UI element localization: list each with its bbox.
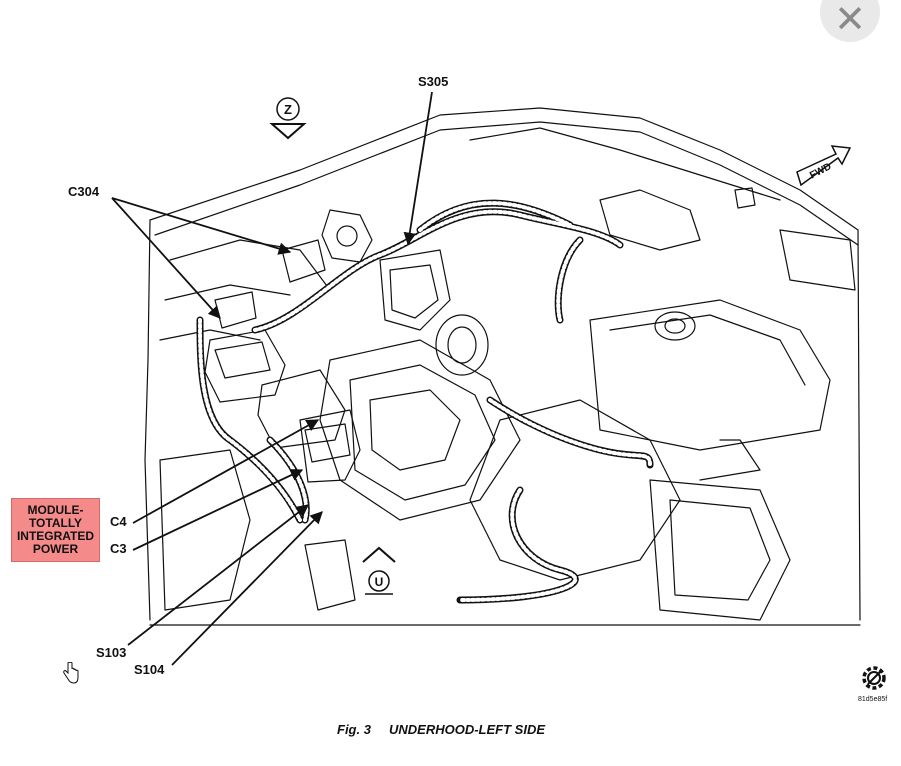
leader-c304-b (111, 197, 221, 319)
fwd-arrow: FWD (796, 145, 852, 187)
hand-cursor-icon (63, 661, 79, 689)
z-view-marker: Z (269, 97, 307, 140)
leader-s305 (403, 91, 433, 246)
leader-c3 (132, 469, 304, 551)
callout-s305: S305 (418, 74, 449, 89)
module-line-3: INTEGRATED (16, 529, 95, 543)
module-line-1: MODULE- (27, 503, 84, 517)
callout-c4: C4 (110, 514, 127, 529)
figure-title: UNDERHOOD-LEFT SIDE (389, 722, 545, 737)
module-line-2: TOTALLY (28, 516, 83, 530)
image-code: 81d5e85f (858, 696, 888, 703)
close-icon: ✕ (834, 0, 866, 41)
fwd-label: FWD (808, 161, 833, 181)
module-line-4: POWER (32, 542, 79, 556)
leader-c4 (132, 419, 320, 524)
leader-c304-a (111, 197, 292, 255)
callout-s104: S104 (134, 662, 165, 677)
figure-number: Fig. 3 (337, 722, 371, 737)
callout-s103: S103 (96, 645, 127, 660)
leader-lines (111, 91, 433, 666)
gear-logo-icon (862, 666, 886, 690)
u-view-marker: U (362, 546, 396, 595)
callout-c3: C3 (110, 541, 127, 556)
u-marker-label: U (375, 575, 384, 589)
engine-bay-drawing (144, 107, 861, 626)
module-totally-integrated-power-label: MODULE- TOTALLY INTEGRATED POWER (11, 498, 100, 562)
z-marker-label: Z (284, 102, 292, 117)
leader-s104 (171, 511, 323, 666)
leader-s103 (127, 504, 309, 646)
callout-c304: C304 (68, 184, 100, 199)
